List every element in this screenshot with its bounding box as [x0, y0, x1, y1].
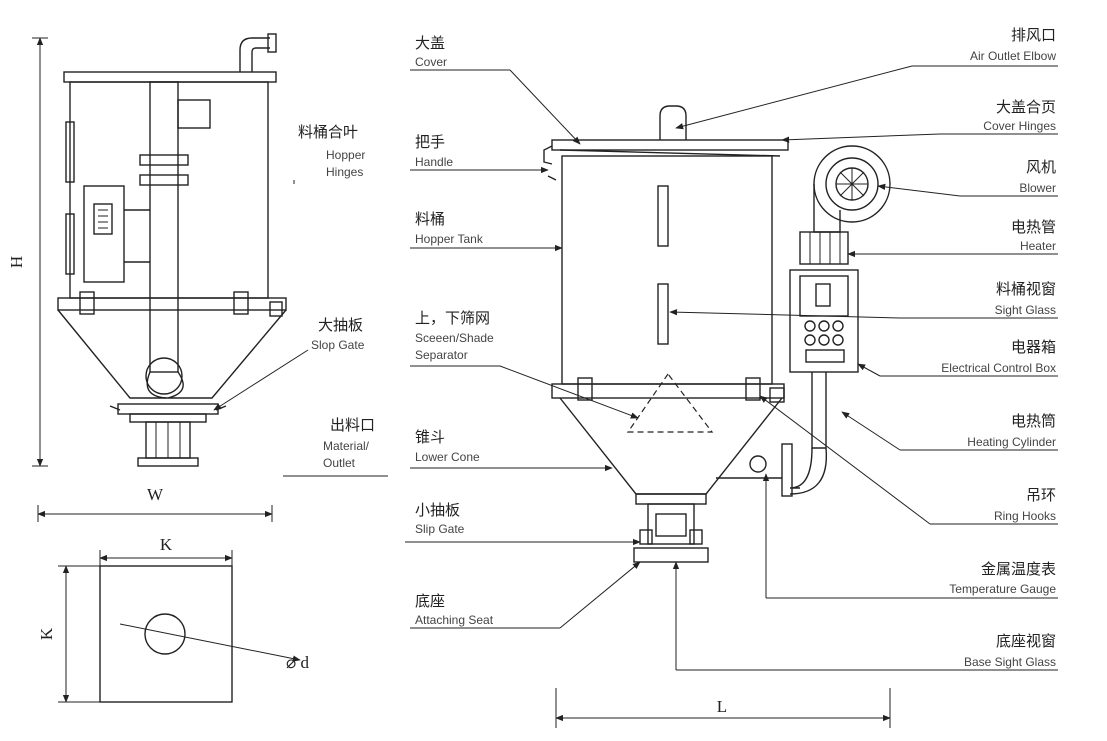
k-left-label: K [37, 627, 56, 640]
label-cn-hopper-hinges: 料桶合叶 [298, 123, 358, 141]
label-cn-control-box: 电器箱 [1011, 338, 1056, 356]
label-en-screen-separator-1: Sceeen/Shade [415, 331, 494, 345]
middle-label-group: 大盖 Cover 把手 Handle 料桶 Hopper Tank 上，下筛网 … [405, 34, 641, 629]
w-dimension-label: W [147, 485, 164, 504]
label-en-base-sight-glass: Base Sight Glass [964, 655, 1056, 669]
label-cn-blower: 风机 [1026, 158, 1056, 176]
label-cn-slop-gate: 大抽板 [318, 316, 363, 334]
label-cn-material-outlet: 出料口 [330, 416, 375, 434]
label-en-blower: Blower [1019, 181, 1056, 195]
label-cn-cover: 大盖 [415, 34, 445, 52]
label-en-material-outlet-1: Material/ [323, 439, 370, 453]
label-en-hopper-tank: Hopper Tank [415, 232, 484, 246]
l-dimension-label: L [717, 697, 727, 716]
top-view-drawing: K K ⌀ d [37, 535, 309, 703]
label-en-hopper-hinges-1: Hopper [326, 148, 365, 162]
label-en-material-outlet-2: Outlet [323, 456, 356, 470]
label-cn-sight-glass: 料桶视窗 [996, 280, 1056, 298]
label-en-handle: Handle [415, 155, 453, 169]
label-cn-handle: 把手 [415, 133, 445, 151]
left-label-group: 料桶合叶 Hopper Hinges 大抽板 Slop Gate 出料口 Mat… [213, 123, 388, 477]
label-cn-temperature-gauge: 金属温度表 [981, 560, 1056, 578]
label-cn-air-outlet: 排风口 [1011, 26, 1056, 44]
label-cn-attaching-seat: 底座 [415, 592, 445, 610]
label-en-sight-glass: Sight Glass [995, 303, 1056, 317]
label-cn-hopper-tank: 料桶 [415, 210, 445, 228]
label-en-air-outlet: Air Outlet Elbow [970, 49, 1056, 63]
label-en-cover: Cover [415, 55, 447, 69]
label-en-control-box: Electrical Control Box [941, 361, 1056, 375]
label-cn-screen-separator: 上，下筛网 [415, 309, 490, 327]
label-en-lower-cone: Lower Cone [415, 450, 480, 464]
label-cn-heating-cylinder: 电热筒 [1011, 412, 1056, 430]
d-diameter-label: ⌀ d [286, 653, 309, 672]
label-en-attaching-seat: Attaching Seat [415, 613, 494, 627]
label-en-ring-hooks: Ring Hooks [994, 509, 1056, 523]
label-cn-ring-hooks: 吊环 [1026, 486, 1056, 504]
label-en-screen-separator-2: Separator [415, 348, 468, 362]
label-cn-heater: 电热管 [1011, 218, 1056, 236]
right-label-group: 排风口 Air Outlet Elbow 大盖合页 Cover Hinges 风… [669, 26, 1058, 671]
label-en-hopper-hinges-2: Hinges [326, 165, 363, 179]
label-en-temperature-gauge: Temperature Gauge [949, 582, 1056, 596]
front-view-drawing: H [7, 33, 287, 522]
label-cn-base-sight-glass: 底座视窗 [996, 632, 1056, 650]
label-en-cover-hinges: Cover Hinges [983, 119, 1056, 133]
k-top-label: K [160, 535, 173, 554]
label-en-slip-gate: Slip Gate [415, 522, 465, 536]
label-en-heating-cylinder: Heating Cylinder [967, 435, 1056, 449]
label-cn-cover-hinges: 大盖合页 [996, 98, 1056, 116]
label-cn-lower-cone: 锥斗 [415, 428, 445, 446]
detail-view-drawing: L [543, 105, 891, 728]
label-cn-slip-gate: 小抽板 [415, 501, 460, 519]
label-en-slop-gate: Slop Gate [311, 338, 365, 352]
label-en-heater: Heater [1020, 239, 1056, 253]
h-dimension-label: H [7, 256, 26, 268]
